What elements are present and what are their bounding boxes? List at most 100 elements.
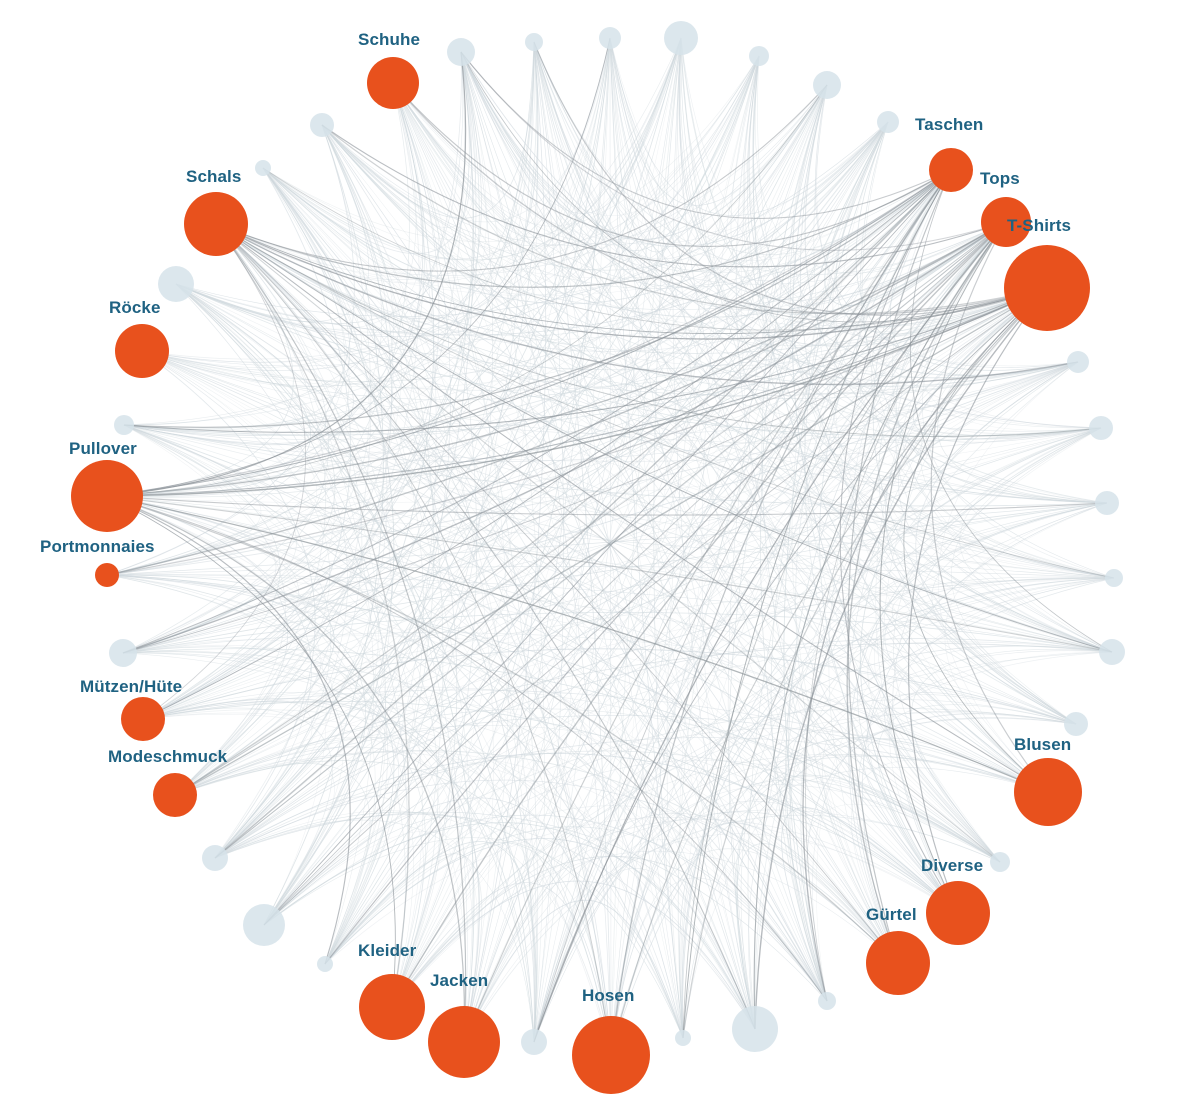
graph-node-faded[interactable] [310, 113, 334, 137]
graph-edge [800, 803, 1001, 1002]
graph-edge [392, 37, 682, 227]
graph-edge [215, 223, 684, 1039]
graph-node-faded[interactable] [158, 266, 194, 302]
graph-edge-strong [754, 287, 1048, 1030]
graph-edge [609, 37, 828, 1002]
graph-edge [263, 37, 682, 926]
graph-edge [533, 41, 828, 260]
graph-edge [533, 427, 1102, 1043]
graph-edge [533, 868, 756, 1043]
graph-edge-strong [215, 223, 1048, 335]
graph-edge-strong [106, 287, 1048, 497]
graph-node-roecke[interactable] [115, 324, 169, 378]
graph-node-faded[interactable] [732, 1006, 778, 1052]
graph-node-faded[interactable] [109, 639, 137, 667]
graph-edge-strong [846, 221, 1007, 964]
graph-edge [391, 55, 760, 1008]
graph-node-tops[interactable] [981, 197, 1031, 247]
graph-edge [141, 350, 423, 1008]
graph-edge [533, 41, 1048, 328]
graph-node-schals[interactable] [184, 192, 248, 256]
graph-edge-strong [122, 169, 952, 654]
graph-node-jacken[interactable] [428, 1006, 500, 1078]
graph-edge-strong [460, 51, 1007, 251]
graph-edge [893, 427, 1102, 863]
graph-node-faded[interactable] [243, 904, 285, 946]
graph-node-faded[interactable] [1089, 416, 1113, 440]
graph-node-diverse[interactable] [926, 881, 990, 945]
graph-edge [263, 37, 611, 926]
graph-edge-strong [908, 287, 1048, 914]
graph-edge [122, 169, 952, 654]
graph-edge-strong [533, 287, 1048, 1043]
graph-edge [262, 167, 424, 965]
graph-edge [262, 167, 1115, 579]
graph-edge [263, 837, 684, 1039]
graph-edge [736, 843, 899, 1030]
graph-node-faded[interactable] [664, 21, 698, 55]
graph-node-faded[interactable] [877, 111, 899, 133]
graph-edge [214, 427, 1102, 859]
graph-node-faded[interactable] [599, 27, 621, 49]
graph-node-faded[interactable] [202, 845, 228, 871]
graph-edge [392, 82, 828, 246]
graph-node-faded[interactable] [749, 46, 769, 66]
graph-node-faded[interactable] [1105, 569, 1123, 587]
graph-edge [610, 779, 1001, 1056]
graph-edge [679, 822, 899, 1039]
graph-node-muetzen[interactable] [121, 697, 165, 741]
graph-edge [324, 817, 959, 965]
graph-node-faded[interactable] [525, 33, 543, 51]
graph-edge [959, 427, 1113, 653]
graph-node-faded[interactable] [317, 956, 333, 972]
graph-edge [106, 495, 312, 859]
graph-node-guertel[interactable] [866, 931, 930, 995]
graph-node-hosen[interactable] [572, 1016, 650, 1094]
graph-edge [533, 41, 564, 1043]
graph-edge [122, 650, 344, 926]
graph-edge [262, 167, 952, 279]
graph-edge [460, 51, 545, 1043]
graph-edge [106, 495, 612, 1056]
graph-edge [215, 223, 536, 1043]
graph-edge-strong [682, 221, 1007, 1039]
graph-edge-strong [174, 221, 1007, 796]
graph-edge [463, 221, 1007, 1043]
graph-node-faded[interactable] [521, 1029, 547, 1055]
graph-edge [676, 37, 899, 964]
graph-edge [106, 169, 952, 497]
graph-node-faded[interactable] [1095, 491, 1119, 515]
graph-node-faded[interactable] [818, 992, 836, 1010]
graph-edge [262, 167, 1007, 310]
graph-node-pullover[interactable] [71, 460, 143, 532]
graph-node-taschen[interactable] [929, 148, 973, 192]
graph-node-blusen[interactable] [1014, 758, 1082, 826]
graph-node-faded[interactable] [813, 71, 841, 99]
graph-edge [141, 55, 760, 360]
graph-edge-strong [215, 223, 1102, 438]
graph-node-faded[interactable] [1064, 712, 1088, 736]
graph-edge [106, 495, 1113, 653]
graph-edge [816, 502, 1108, 1002]
graph-node-faded[interactable] [114, 415, 134, 435]
graph-node-kleider[interactable] [359, 974, 425, 1040]
graph-node-schuhe[interactable] [367, 57, 419, 109]
graph-edge [123, 424, 286, 796]
graph-node-faded[interactable] [1099, 639, 1125, 665]
graph-edge [391, 850, 899, 1008]
graph-edge [123, 37, 611, 431]
graph-node-faded[interactable] [447, 38, 475, 66]
graph-edge-strong [106, 51, 467, 497]
graph-node-portmonnaies[interactable] [95, 563, 119, 587]
graph-node-modeschmuck[interactable] [153, 773, 197, 817]
graph-node-faded[interactable] [990, 852, 1010, 872]
graph-edge [951, 427, 1102, 725]
graph-edge [324, 805, 899, 965]
graph-node-faded[interactable] [255, 160, 271, 176]
graph-node-tshirts[interactable] [1004, 245, 1090, 331]
graph-node-faded[interactable] [1067, 351, 1089, 373]
graph-edge [321, 124, 494, 1043]
graph-node-faded[interactable] [675, 1030, 691, 1046]
graph-edge-strong [123, 169, 952, 428]
graph-edge [262, 167, 458, 1008]
